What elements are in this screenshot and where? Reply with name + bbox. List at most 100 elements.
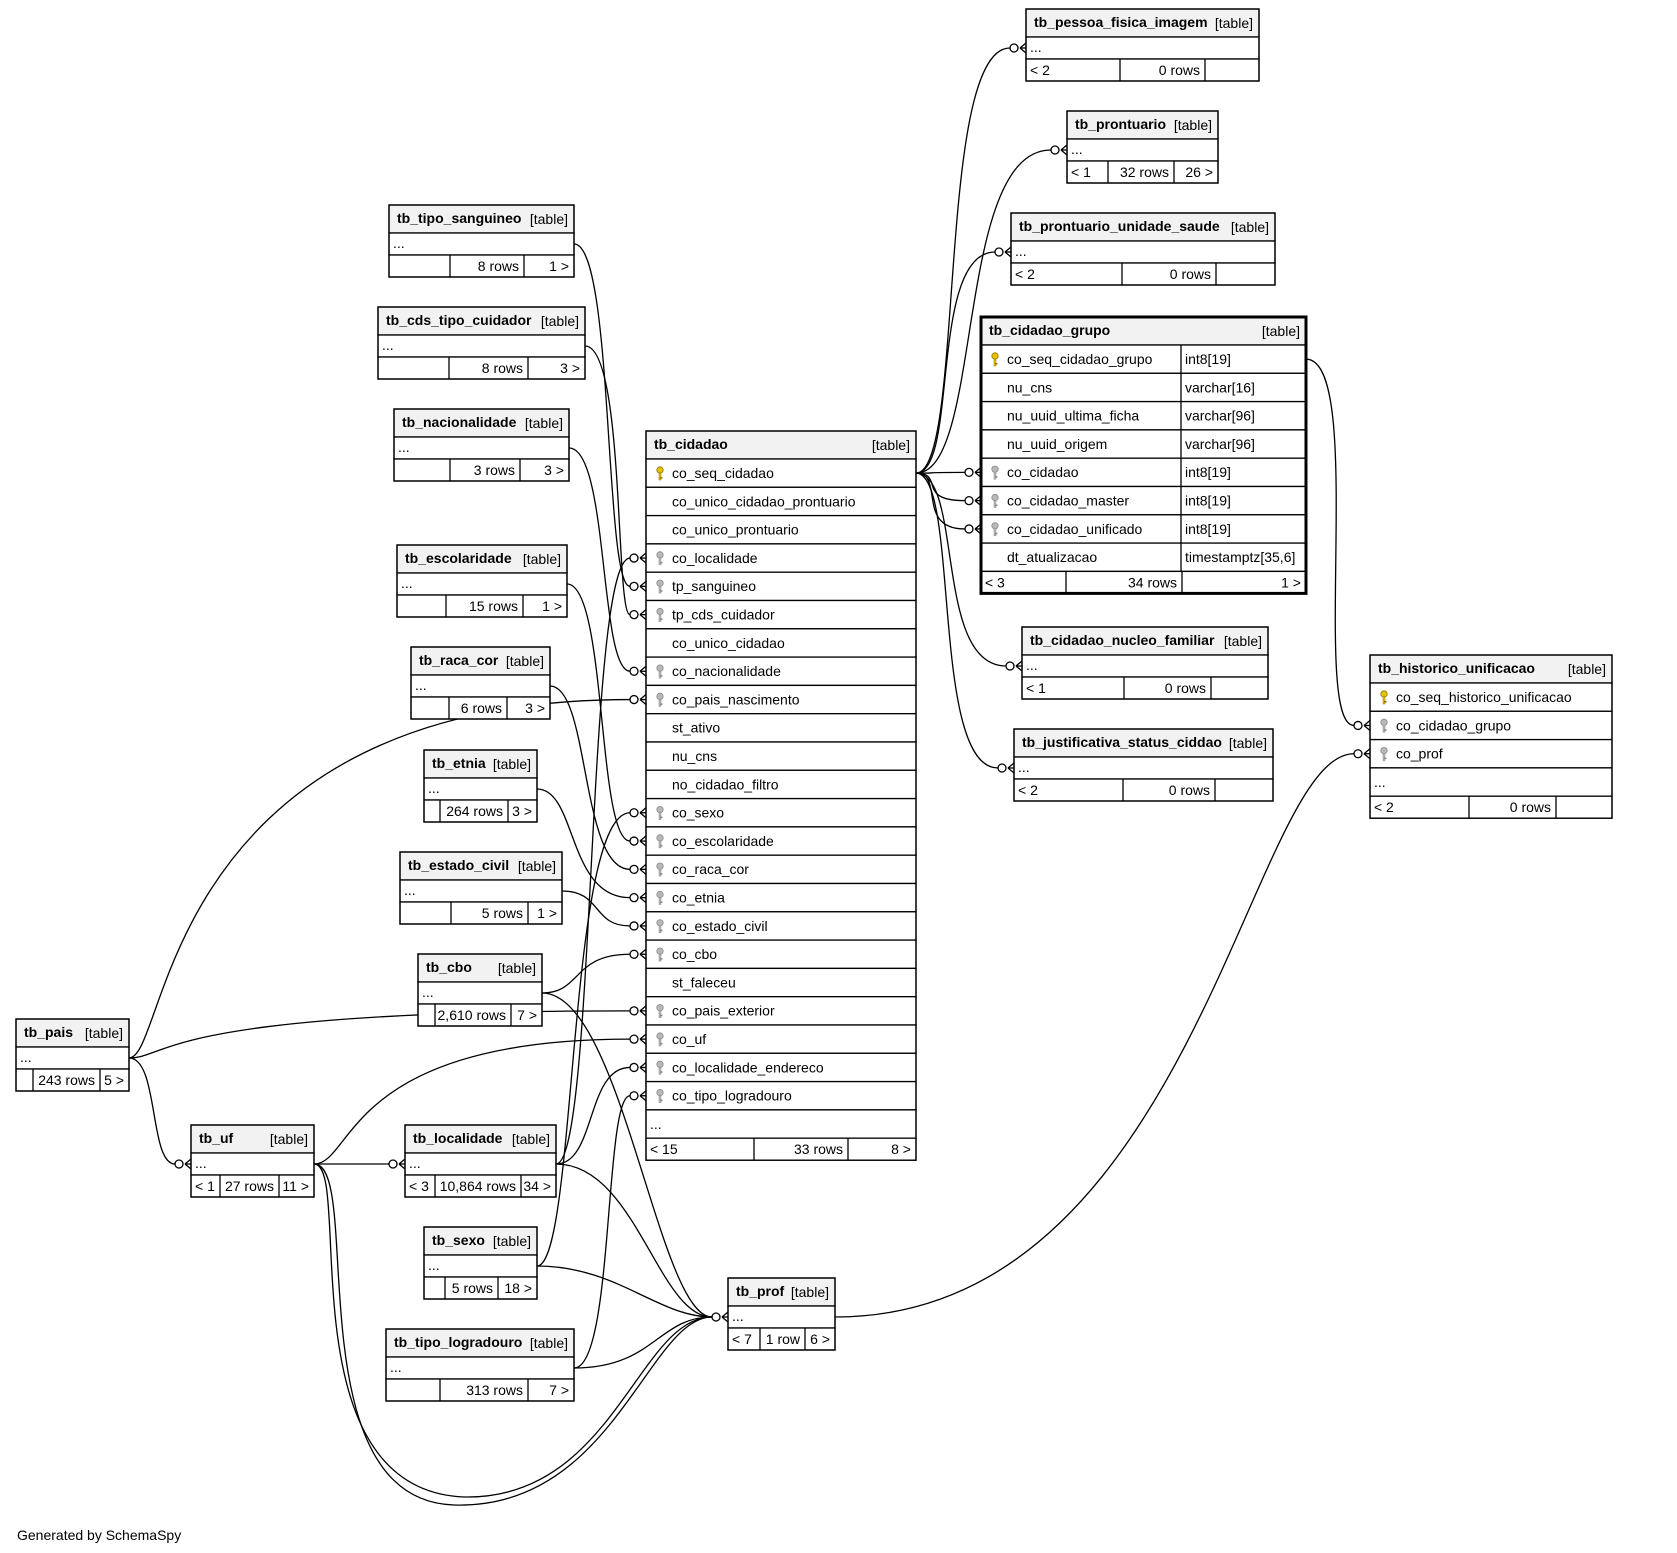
tb_prontuario-children-count[interactable]: 26 > [1185,164,1213,180]
edge-pais-uf [128,1057,176,1165]
table-tb_cidadao_grupo[interactable]: tb_cidadao_grupo[table]co_seq_cidadao_gr… [979,315,1308,595]
tb_localidade-children-count[interactable]: 34 > [523,1178,551,1194]
table-tb_tipo_logradouro-title: tb_tipo_logradouro [394,1334,522,1350]
tb_justificativa_status_ciddao-ellipsis-row: ... [1018,759,1030,775]
tb_cidadao_grupo-column-name: co_cidadao_master [1007,492,1129,508]
foreign-key-icon [656,862,664,877]
tb_pais-row-count: 243 rows [38,1072,95,1088]
edge-tb_escolaridade-co_escolaridade [566,583,631,842]
table-tb_cds_tipo_cuidador-tag: [table] [541,313,579,329]
tb_historico_unificacao-column-name: co_cidadao_grupo [1396,717,1511,733]
table-tb_cidadao[interactable]: tb_cidadao[table]co_seq_cidadaoco_unico_… [644,429,918,1162]
table-tb_tipo_sanguineo-tag: [table] [530,211,568,227]
edge-tb_cbo-co_cbo [541,953,631,994]
table-tb_sexo-tag: [table] [493,1233,531,1249]
tb_nacionalidade-row-count: 3 rows [474,462,515,478]
tb_raca_cor-children-count[interactable]: 3 > [525,700,545,716]
tb_prontuario_unidade_saude-row-count: 0 rows [1170,266,1211,282]
tb_cbo-children-count[interactable]: 7 > [517,1007,537,1023]
tb_historico_unificacao-column-name: ... [1374,774,1386,790]
tb_tipo_sanguineo-ellipsis-row: ... [393,235,405,251]
table-tb_historico_unificacao[interactable]: tb_historico_unificacao[table]co_seq_his… [1368,653,1614,820]
tb_uf-children-count[interactable]: 11 > [282,1178,309,1194]
tb_tipo_logradouro-ellipsis-row: ... [390,1359,402,1375]
tb_cds_tipo_cuidador-children-count[interactable]: 3 > [560,360,580,376]
tb_cidadao-column-name: co_pais_exterior [672,1003,775,1019]
tb_escolaridade-children-count[interactable]: 1 > [542,598,562,614]
tb_cidadao_nucleo_familiar-parents-count[interactable]: < 1 [1026,680,1046,696]
tb_cidadao_nucleo_familiar-row-count: 0 rows [1165,680,1206,696]
foreign-key-icon [991,493,999,508]
tb_nacionalidade-children-count[interactable]: 3 > [544,462,564,478]
table-tb_cidadao-title: tb_cidadao [654,436,728,452]
tb_prontuario-parents-count[interactable]: < 1 [1071,164,1091,180]
edge-tb_cds_tipo_cuidador-tp_cds_cuidador [584,345,631,616]
table-tb_estado_civil-title: tb_estado_civil [408,857,509,873]
tb_cidadao_nucleo_familiar-ellipsis-row: ... [1026,657,1038,673]
tb_historico_unificacao-parents-count[interactable]: < 2 [1374,799,1394,815]
table-tb_etnia-title: tb_etnia [432,755,486,771]
tb_prof-children-count[interactable]: 6 > [810,1331,830,1347]
tb_historico_unificacao-column-name: co_prof [1396,746,1443,762]
tb_cidadao-column-name: co_localidade [672,550,758,566]
tb_cidadao_grupo-parents-count[interactable]: < 3 [985,574,1005,590]
tb_sexo-ellipsis-row: ... [428,1257,440,1273]
tb_localidade-parents-count[interactable]: < 3 [409,1178,429,1194]
tb_tipo_logradouro-children-count[interactable]: 7 > [549,1382,569,1398]
tb_cidadao-parents-count[interactable]: < 15 [650,1141,678,1157]
foreign-key-icon [656,1004,664,1018]
tb_cidadao_grupo-row-count: 34 rows [1128,574,1177,590]
tb_prof-parents-count[interactable]: < 7 [732,1331,752,1347]
table-tb_localidade-title: tb_localidade [413,1130,503,1146]
table-tb_prontuario_unidade_saude[interactable]: tb_prontuario_unidade_saude[table]...< 2… [1009,211,1277,287]
tb_estado_civil-children-count[interactable]: 1 > [537,905,557,921]
tb_tipo_sanguineo-children-count[interactable]: 1 > [549,258,569,274]
tb_pessoa_fisica_imagem-parents-count[interactable]: < 2 [1030,62,1050,78]
tb_etnia-children-count[interactable]: 3 > [512,803,532,819]
tb_cidadao-column-name: co_seq_cidadao [672,465,774,481]
edge-tb_estado_civil-co_estado_civil [561,890,631,927]
tb_cidadao-children-count[interactable]: 8 > [891,1141,911,1157]
foreign-key-icon [656,919,664,934]
foreign-key-icon [656,834,664,849]
tb_raca_cor-ellipsis-row: ... [415,677,427,693]
tb_justificativa_status_ciddao-parents-count[interactable]: < 2 [1018,782,1038,798]
tb_pais-children-count[interactable]: 5 > [104,1072,124,1088]
table-tb_localidade-tag: [table] [512,1131,550,1147]
table-tb_uf-tag: [table] [270,1131,308,1147]
tb_sexo-row-count: 5 rows [452,1280,493,1296]
tb_cidadao_grupo-column-name: nu_uuid_ultima_ficha [1007,408,1139,424]
tb_prontuario_unidade_saude-parents-count[interactable]: < 2 [1015,266,1035,282]
edge-grupo-historico [1305,358,1355,727]
tb_cidadao-column-name: no_cidadao_filtro [672,776,779,792]
foreign-key-icon [656,890,664,905]
tb_cidadao-column-name: co_escolaridade [672,833,774,849]
foreign-key-icon [656,579,664,594]
tb_cidadao-column-name: tp_cds_cuidador [672,606,775,622]
tb_uf-parents-count[interactable]: < 1 [195,1178,215,1194]
foreign-key-icon [656,607,664,622]
table-tb_nacionalidade-title: tb_nacionalidade [402,414,517,430]
tb_sexo-children-count[interactable]: 18 > [504,1280,532,1296]
table-tb_justificativa_status_ciddao[interactable]: tb_justificativa_status_ciddao[table]...… [1012,727,1275,803]
tb_cidadao_grupo-children-count[interactable]: 1 > [1281,574,1301,590]
tb_cidadao-column-name: co_etnia [672,889,725,905]
edge-tb_pais-co_pais_exterior [128,1010,631,1059]
